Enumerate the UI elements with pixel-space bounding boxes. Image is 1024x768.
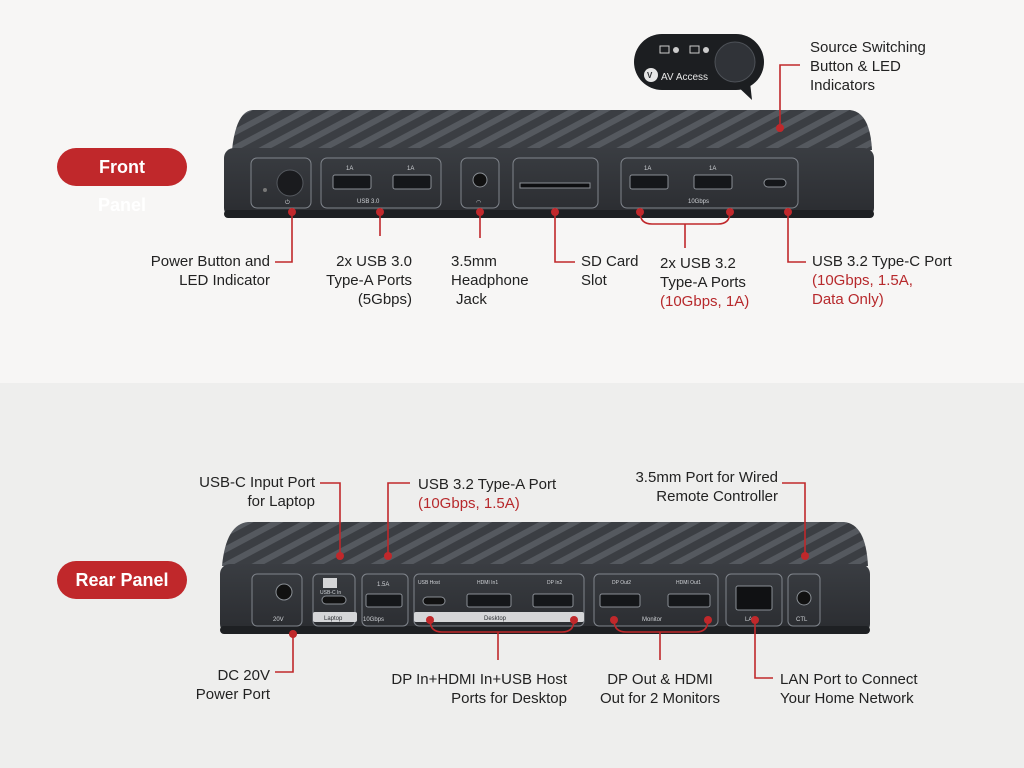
headphone-icon: ◠ (476, 200, 481, 206)
label-sd-card-slot: SD Card Slot (581, 253, 639, 289)
svg-text:USB-C In: USB-C In (320, 590, 341, 596)
svg-text:AV Access: AV Access (661, 72, 708, 83)
svg-text:HDMI Out1: HDMI Out1 (676, 580, 701, 586)
label-source-switch: Source Switching Button & LED Indicators (810, 39, 926, 94)
svg-text:USB Host: USB Host (418, 580, 441, 586)
label-ctl-port: 3.5mm Port for Wired Remote Controller (635, 469, 778, 505)
label-desktop-ports: DP In+HDMI In+USB Host Ports for Desktop (391, 671, 567, 707)
front-leader-lines (275, 64, 806, 263)
power-icon: ⏻ (285, 199, 290, 206)
label-usb30-ports: 2x USB 3.0 Type-A Ports (5Gbps) (326, 253, 412, 308)
svg-text:Desktop: Desktop (484, 616, 507, 622)
svg-text:10Gbps: 10Gbps (363, 617, 384, 623)
rear-panel-badge: Rear Panel (57, 561, 187, 599)
rear-leader-lines (275, 482, 806, 679)
svg-text:10Gbps: 10Gbps (688, 199, 709, 205)
svg-text:1.5A: 1.5A (377, 582, 389, 588)
source-switch-callout: V AV Access (634, 34, 764, 100)
svg-text:20V: 20V (273, 617, 284, 623)
svg-text:V: V (647, 71, 653, 80)
svg-text:DP In2: DP In2 (547, 580, 562, 586)
label-headphone-jack: 3.5mm Headphone Jack (451, 253, 529, 308)
svg-text:1A: 1A (709, 166, 716, 172)
svg-text:DP Out2: DP Out2 (612, 580, 631, 586)
svg-text:LAN: LAN (745, 617, 757, 623)
rear-device: 20V USB-C In Laptop 1.5A 10Gbps USB Host… (220, 522, 870, 634)
label-usbc-input: USB-C Input Port for Laptop (199, 474, 315, 510)
label-power-button: Power Button and LED Indicator (150, 253, 270, 289)
label-monitor-outputs: DP Out & HDMI Out for 2 Monitors (599, 671, 721, 707)
svg-text:Laptop: Laptop (324, 616, 343, 622)
svg-text:1A: 1A (346, 166, 353, 172)
label-dc-power: DC 20V Power Port (195, 667, 270, 703)
svg-text:USB 3.0: USB 3.0 (357, 199, 380, 205)
svg-text:HDMI In1: HDMI In1 (477, 580, 498, 586)
svg-text:Monitor: Monitor (642, 617, 662, 623)
svg-text:1A: 1A (407, 166, 414, 172)
svg-text:1A: 1A (644, 166, 651, 172)
label-usb32-typea: USB 3.2 Type-A Port (10Gbps, 1.5A) (418, 476, 557, 512)
label-usb32-typec: USB 3.2 Type-C Port (10Gbps, 1.5A, Data … (812, 253, 952, 308)
front-device: ⏻ 1A 1A USB 3.0 ◠ 1A 1A 10Gbps (224, 110, 874, 218)
svg-text:CTL: CTL (796, 617, 808, 623)
label-lan-port: LAN Port to Connect Your Home Network (780, 671, 918, 707)
front-panel-badge: Front Panel (57, 148, 187, 215)
label-usb32-ports: 2x USB 3.2 Type-A Ports (10Gbps, 1A) (660, 255, 750, 310)
